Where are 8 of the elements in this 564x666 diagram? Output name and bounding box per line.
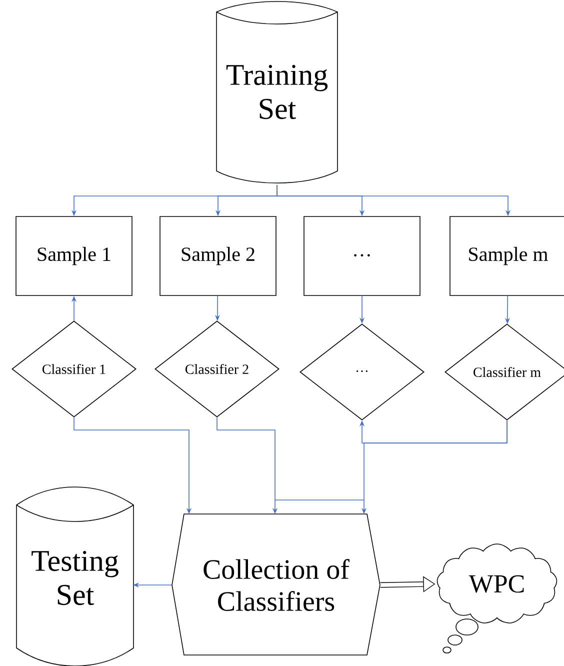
cylinder: Testing Set [16, 486, 134, 666]
process-box: Sample 1 [16, 216, 132, 296]
process-box: Sample m [450, 216, 564, 296]
cylinder: Training Set [216, 1, 338, 184]
process-box: … [304, 216, 420, 296]
hexagon-box: Collection of Classifiers [172, 514, 380, 656]
thought-cloud: WPC [436, 544, 558, 654]
process-box: Sample 2 [160, 216, 276, 296]
